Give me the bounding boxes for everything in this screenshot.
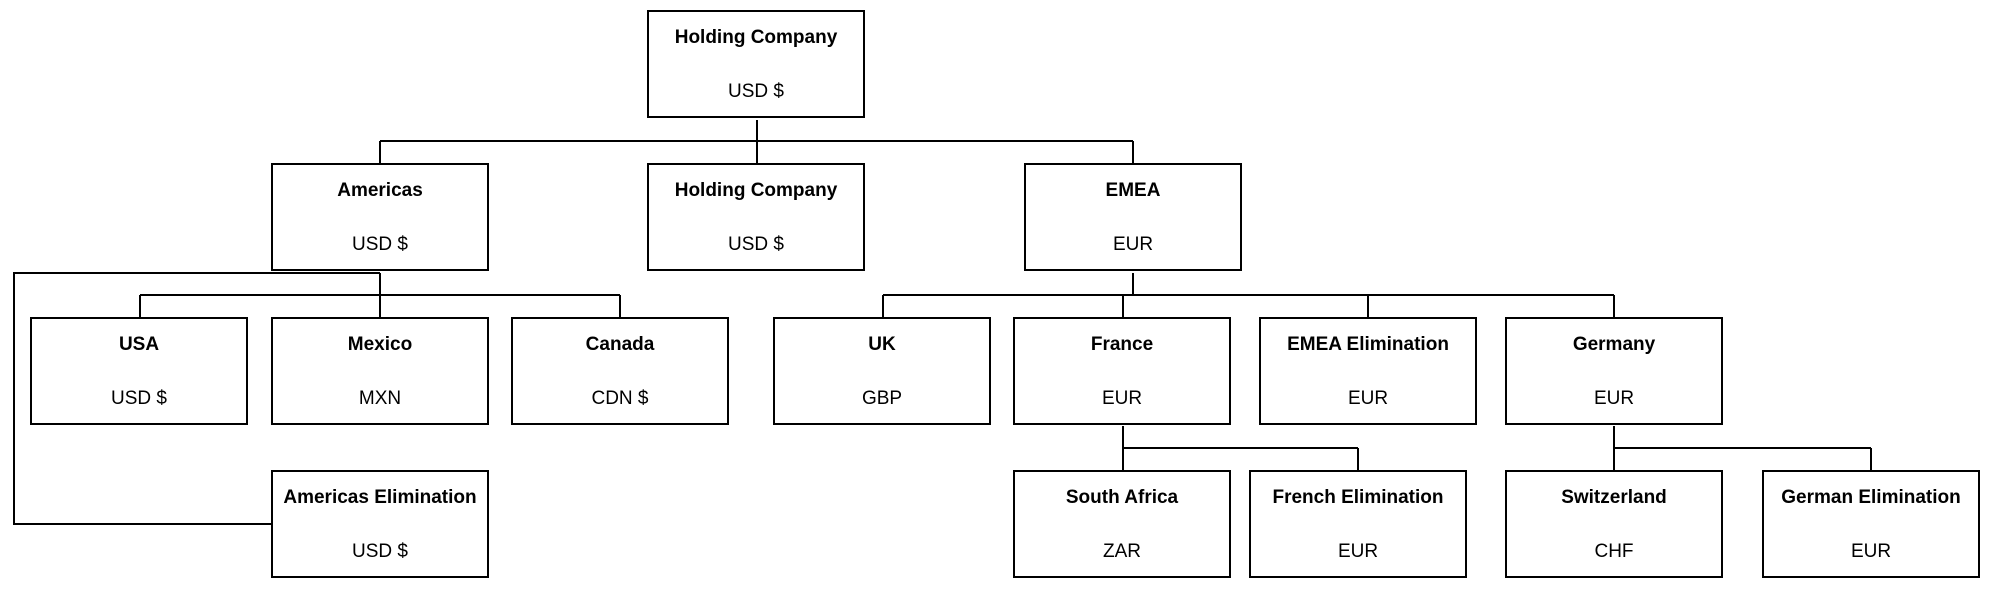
node-name: USA [118, 334, 160, 355]
connector-germany-to-children [1613, 426, 1872, 470]
node-currency: EUR [1112, 234, 1154, 255]
connector-emea-to-countries [882, 273, 1615, 317]
node-currency: USD $ [728, 81, 784, 102]
node-french-elimination[interactable]: French Elimination EUR [1249, 470, 1467, 578]
node-switzerland[interactable]: Switzerland CHF [1505, 470, 1723, 578]
node-currency: CDN $ [591, 388, 649, 409]
node-canada[interactable]: Canada CDN $ [511, 317, 729, 425]
node-currency: USD $ [111, 388, 167, 409]
node-emea-elimination[interactable]: EMEA Elimination EUR [1259, 317, 1477, 425]
node-currency: USD $ [728, 234, 784, 255]
node-name: France [1090, 334, 1154, 355]
node-holding-company[interactable]: Holding Company USD $ [647, 10, 865, 118]
node-currency: USD $ [352, 541, 408, 562]
node-usa[interactable]: USA USD $ [30, 317, 248, 425]
node-currency: EUR [1337, 541, 1379, 562]
node-currency: GBP [861, 388, 903, 409]
node-currency: MXN [358, 388, 402, 409]
node-emea[interactable]: EMEA EUR [1024, 163, 1242, 271]
node-currency: EUR [1347, 388, 1389, 409]
node-name: South Africa [1065, 487, 1179, 508]
connector-holding-to-regions [379, 120, 1134, 163]
node-name: Holding Company [674, 27, 838, 48]
node-currency: EUR [1593, 388, 1635, 409]
node-currency: EUR [1850, 541, 1892, 562]
node-name: French Elimination [1272, 487, 1444, 508]
node-name: EMEA Elimination [1287, 334, 1449, 355]
node-holding-company-entity[interactable]: Holding Company USD $ [647, 163, 865, 271]
node-name: Germany [1572, 334, 1656, 355]
node-name: Canada [585, 334, 655, 355]
node-currency: USD $ [352, 234, 408, 255]
node-name: Mexico [347, 334, 413, 355]
connector-americas-to-countries [139, 273, 621, 317]
node-americas[interactable]: Americas USD $ [271, 163, 489, 271]
node-mexico[interactable]: Mexico MXN [271, 317, 489, 425]
node-south-africa[interactable]: South Africa ZAR [1013, 470, 1231, 578]
node-germany[interactable]: Germany EUR [1505, 317, 1723, 425]
node-name: EMEA [1105, 180, 1161, 201]
node-currency: CHF [1594, 541, 1634, 562]
node-americas-elimination[interactable]: Americas Elimination USD $ [271, 470, 489, 578]
node-german-elimination[interactable]: German Elimination EUR [1762, 470, 1980, 578]
node-name: UK [868, 334, 896, 355]
connector-americas-to-elimination [13, 272, 380, 525]
node-name: German Elimination [1781, 487, 1961, 508]
node-currency: ZAR [1103, 541, 1141, 562]
node-name: Americas [337, 180, 423, 201]
node-uk[interactable]: UK GBP [773, 317, 991, 425]
node-name: Switzerland [1561, 487, 1667, 508]
node-name: Americas Elimination [283, 487, 477, 508]
connector-france-to-children [1122, 426, 1359, 470]
node-currency: EUR [1101, 388, 1143, 409]
node-france[interactable]: France EUR [1013, 317, 1231, 425]
node-name: Holding Company [674, 180, 838, 201]
